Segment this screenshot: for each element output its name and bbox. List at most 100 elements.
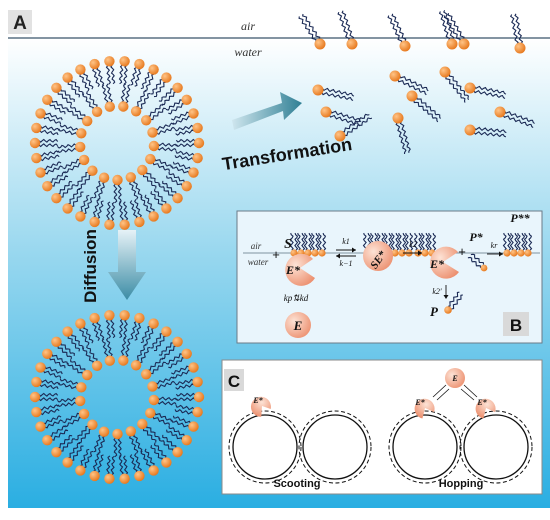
- lipid-tail: [70, 359, 86, 371]
- surface-lipid-monolayer: [298, 10, 535, 155]
- scooting-enzyme-pacman: [250, 396, 271, 417]
- lipid-tail: [397, 79, 427, 96]
- outer-lipid: [174, 376, 203, 390]
- lipid-head: [31, 122, 42, 134]
- lipid-tail: [49, 103, 66, 115]
- lipid-head: [87, 419, 98, 430]
- lipid-head: [421, 249, 429, 257]
- lipid-tail: [64, 416, 82, 428]
- lipid-tail: [158, 88, 174, 102]
- outer-lipid: [140, 318, 159, 346]
- lipid-tail: [445, 76, 466, 103]
- outer-lipid: [31, 150, 60, 164]
- lipid-head: [104, 355, 116, 366]
- lipid-tail: [38, 397, 59, 402]
- lipid-tail: [134, 322, 142, 341]
- outer-lipid: [129, 199, 145, 228]
- lipid-tail: [68, 188, 81, 205]
- inner-lipid: [62, 408, 90, 428]
- k-minus1-arrowhead: [336, 253, 340, 259]
- outer-lipid: [42, 348, 68, 369]
- lipid-tail: [67, 336, 81, 352]
- outer-lipid: [140, 194, 159, 222]
- lipid-head: [480, 264, 488, 272]
- inner-lipid: [141, 104, 167, 126]
- lipid-tail: [528, 232, 533, 251]
- lipid-tail: [158, 342, 174, 356]
- lipid-tail: [40, 379, 60, 386]
- lipid-tail: [43, 116, 62, 125]
- vesicle-bottom: [29, 310, 205, 484]
- lipid-head: [188, 421, 199, 432]
- lipid-head: [161, 457, 172, 468]
- hop-arrow-right-down: [463, 384, 478, 398]
- lipid-tail: [51, 429, 69, 441]
- lipid-tail: [78, 428, 92, 444]
- lipid-head: [35, 421, 46, 432]
- lipid-tail: [110, 64, 116, 85]
- outer-lipid: [174, 404, 203, 418]
- lipid-tail: [165, 99, 183, 111]
- outer-lipid: [171, 362, 199, 379]
- inner-lipid: [112, 174, 123, 204]
- lipid-head: [148, 211, 159, 222]
- lipid-head: [392, 112, 404, 124]
- inner-lipid: [148, 140, 178, 152]
- lipid-head: [145, 153, 156, 165]
- lipid-tail: [168, 102, 185, 115]
- outer-lipid: [171, 108, 199, 125]
- lipid-head: [161, 72, 172, 83]
- lipid-tail: [92, 68, 100, 87]
- lipid-tail: [86, 90, 98, 108]
- lipid-head: [75, 64, 86, 75]
- inner-lipid: [57, 141, 86, 154]
- panel-a-letter-box: [8, 10, 32, 34]
- enzyme-star-label-2: E*: [429, 257, 445, 271]
- lipid-tail: [362, 232, 367, 251]
- enzyme-sphere: [285, 312, 311, 338]
- lipid-tail: [397, 232, 402, 251]
- lipid-head: [119, 473, 130, 484]
- lipid-tail: [92, 322, 100, 341]
- lipid-tail: [125, 338, 131, 358]
- outer-lipid: [35, 108, 63, 125]
- lipid-tail: [402, 232, 407, 251]
- lipid-head: [87, 165, 98, 176]
- lipid-tail: [38, 392, 59, 397]
- lipid-tail: [448, 291, 460, 307]
- inner-lipid: [112, 428, 123, 458]
- lipid-head: [458, 38, 470, 50]
- lipid-tail: [70, 105, 86, 117]
- surface-lipid: [387, 13, 411, 52]
- lipid-tail: [59, 378, 79, 385]
- lipid-tail: [159, 184, 174, 198]
- lipid-tail: [78, 174, 92, 190]
- lipid-tail: [165, 353, 183, 365]
- lipid-head: [312, 84, 324, 96]
- k-minus1-label: k−1: [340, 259, 353, 268]
- dispersed-lipid: [406, 90, 441, 123]
- lipid-tail: [175, 383, 195, 390]
- lipid-head: [104, 310, 115, 321]
- lipid-tail: [172, 115, 191, 125]
- lipid-tail: [388, 232, 393, 251]
- lipid-tail: [153, 335, 166, 352]
- lipid-tail: [120, 83, 127, 103]
- lipid-head: [51, 447, 62, 458]
- hop-arrow-right-up: [460, 388, 475, 401]
- lipid-head: [35, 362, 46, 373]
- inner-lipid: [93, 426, 110, 454]
- lipid-tail: [146, 171, 160, 186]
- lipid-head: [119, 56, 130, 67]
- lipid-head: [517, 249, 525, 257]
- lipid-tail: [106, 201, 111, 221]
- lipid-tail: [129, 454, 138, 473]
- lipid-head: [148, 64, 159, 75]
- lipid-tail: [156, 126, 176, 135]
- lipid-tail: [39, 150, 59, 157]
- lipid-tail: [502, 115, 534, 129]
- lipid-tail: [40, 154, 60, 162]
- lipid-head: [51, 193, 62, 204]
- lipid-tail: [175, 404, 195, 411]
- lipid-head: [112, 428, 123, 440]
